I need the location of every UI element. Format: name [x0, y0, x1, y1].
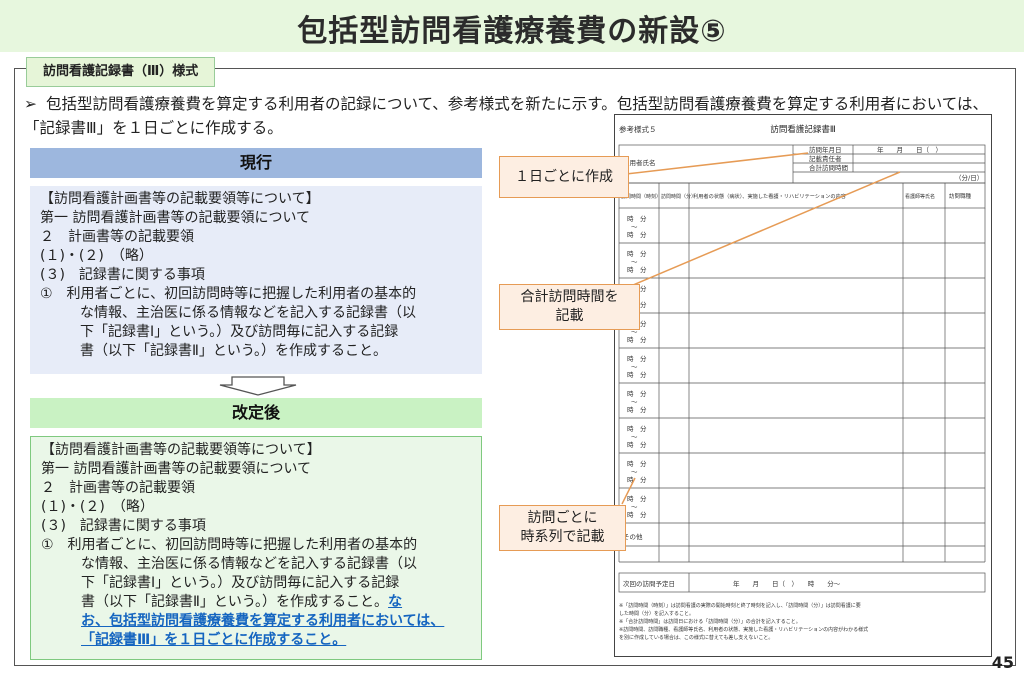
- revised-line: ① 利用者ごとに、初回訪問時等に把握した利用者の基本的: [41, 537, 418, 553]
- current-line: ２ 計画書等の記載要領: [40, 229, 194, 245]
- form-time-cell: 時 分: [627, 459, 647, 468]
- form-time-cell: 時 分: [627, 475, 647, 484]
- form-time-cell: 時 分: [627, 335, 647, 344]
- form-col-staff: 看護師等氏名: [905, 193, 935, 200]
- form-other: その他: [623, 532, 643, 541]
- revised-line: 【訪問看護計画書等の記載要領等について】: [41, 442, 321, 458]
- form-time-cell: 時 分: [627, 405, 647, 414]
- current-line: 第一 訪問看護計画書等の記載要領について: [40, 210, 311, 226]
- form-time-cell: 時 分: [627, 494, 647, 503]
- form-note: を別に作成している場合は、この様式に替えても差し支えないこと。: [619, 634, 773, 641]
- revised-line: 書（以下「記録書Ⅱ」という。）を作成すること。な: [41, 593, 481, 612]
- revised-box: 【訪問看護計画書等の記載要領等について】 第一 訪問看護計画書等の記載要領につい…: [30, 436, 482, 660]
- form-time-cell: 時 分: [627, 249, 647, 258]
- form-next-value: 年 月 日（ ） 時 分～: [733, 579, 841, 588]
- form-col-minutes: 訪問時間（分）: [661, 193, 696, 200]
- down-arrow-icon: [219, 376, 297, 396]
- section-tab: 訪問看護記録書（Ⅲ）様式: [26, 57, 216, 87]
- current-line: な情報、主治医に係る情報などを記入する記録書（以: [80, 305, 416, 321]
- page-title: 包括型訪問看護療養費の新設⑤: [297, 14, 727, 49]
- form-col-type: 訪問職種: [949, 192, 972, 200]
- form-visit-date-value: 年 月 日（ ）: [877, 145, 942, 154]
- form-time-cell: ～: [631, 258, 638, 266]
- current-text: 【訪問看護計画書等の記載要領等について】 第一 訪問看護計画書等の記載要領につい…: [40, 190, 480, 361]
- revised-highlight: お、包括型訪問看護療養費を算定する利用者においては、: [81, 613, 445, 629]
- revised-last-line: 書（以下「記録書Ⅱ」という。）を作成すること。: [81, 594, 389, 610]
- current-box: 【訪問看護計画書等の記載要領等について】 第一 訪問看護計画書等の記載要領につい…: [30, 186, 482, 374]
- form-note: ※訪問時間、訪問職種、看護師等氏名、利用者の状態、実施した看護・リハビリテーショ…: [619, 626, 868, 633]
- form-note: した時間（分）を記入すること。: [619, 610, 694, 617]
- callout-chrono: 訪問ごとに 時系列で記載: [499, 505, 626, 551]
- form-time-cell: 時 分: [627, 510, 647, 519]
- page-number: 45: [991, 653, 1014, 672]
- callout-chrono-line1: 訪問ごとに: [527, 510, 598, 526]
- revised-line: な情報、主治医に係る情報などを記入する記録書（以: [81, 556, 417, 572]
- form-time-cell: ～: [631, 433, 638, 441]
- form-label: 参考様式５: [619, 124, 657, 134]
- form-time-sep: ～: [631, 223, 638, 231]
- bullet-arrow-icon: ➢: [24, 95, 37, 113]
- revised-header: 改定後: [30, 398, 482, 428]
- form-time-start: 時 分: [627, 214, 647, 223]
- revised-highlight: 「記録書Ⅲ」を１日ごとに作成すること。: [81, 632, 347, 648]
- revised-text: 【訪問看護計画書等の記載要領等について】 第一 訪問看護計画書等の記載要領につい…: [41, 441, 481, 650]
- current-line: ① 利用者ごとに、初回訪問時等に把握した利用者の基本的: [40, 286, 417, 302]
- form-time-cell: ～: [631, 398, 638, 406]
- revised-line: 第一 訪問看護計画書等の記載要領について: [41, 461, 312, 477]
- form-total-label: 合計訪問時間: [809, 163, 848, 172]
- form-time-cell: 時 分: [627, 389, 647, 398]
- form-time-cell: ～: [631, 328, 638, 336]
- form-time-cell: 時 分: [627, 440, 647, 449]
- form-time-cell: ～: [631, 363, 638, 371]
- current-line: 下「記録書Ⅰ」という。）及び訪問毎に記入する記録: [80, 324, 399, 340]
- callout-daily: １日ごとに作成: [499, 156, 629, 198]
- callout-chrono-line2: 時系列で記載: [520, 529, 605, 545]
- callout-total-line2: 記載: [555, 308, 584, 324]
- form-col-content: 利用者の状態（病状）、実施した看護・リハビリテーションの内容: [693, 192, 846, 200]
- revised-line: 下「記録書Ⅰ」という。）及び訪問毎に記入する記録: [81, 575, 400, 591]
- form-time-cell: 時 分: [627, 370, 647, 379]
- form-time-cell: 時 分: [627, 265, 647, 274]
- form-nurse-label: 記載責任者: [809, 154, 842, 163]
- content-frame: [14, 68, 1016, 666]
- current-header: 現行: [30, 148, 482, 178]
- current-line: (３) 記録書に関する事項: [40, 267, 205, 283]
- revised-line: ２ 計画書等の記載要領: [41, 480, 195, 496]
- form-next-label: 次回の訪問予定日: [623, 579, 675, 588]
- form-time-cell: 時 分: [627, 354, 647, 363]
- revised-line: (３) 記録書に関する事項: [41, 518, 206, 534]
- form-time-cell: 時 分: [627, 424, 647, 433]
- form-visit-date-label: 訪問年月日: [809, 145, 842, 154]
- callout-total-line1: 合計訪問時間を: [520, 289, 619, 305]
- title-banner: 包括型訪問看護療養費の新設⑤: [0, 0, 1024, 52]
- revised-highlight: な: [388, 594, 403, 610]
- callout-daily-text: １日ごとに作成: [515, 168, 613, 185]
- form-time-end: 時 分: [627, 230, 647, 239]
- current-line: (１)・(２) （略）: [40, 248, 153, 264]
- intro-text: ➢包括型訪問看護療養費を算定する利用者の記録について、参考様式を新たに示す。包括…: [24, 92, 1004, 140]
- current-line: 書（以下「記録書Ⅱ」という。）を作成すること。: [80, 343, 388, 359]
- form-time-cell: ～: [631, 503, 638, 511]
- form-note: ※「訪問時間（時刻）」は訪問看護の実際の開始時刻と終了時刻を記入し、「訪問時間（…: [619, 602, 861, 609]
- form-total-unit: （分/日）: [955, 173, 983, 182]
- form-time-cell: ～: [631, 468, 638, 476]
- revised-line: (１)・(２) （略）: [41, 499, 154, 515]
- form-note: ※「合計訪問時間」は訪問日における「訪問時間（分）」の合計を記入すること。: [619, 618, 801, 625]
- intro-body: 包括型訪問看護療養費を算定する利用者の記録について、参考様式を新たに示す。包括型…: [24, 95, 988, 137]
- current-line: 【訪問看護計画書等の記載要領等について】: [40, 191, 320, 207]
- sample-form: 参考様式５ 訪問看護記録書Ⅲ 利用者氏名 訪問年月日 年 月 日（ ） 記載責任…: [614, 114, 992, 657]
- form-title: 訪問看護記録書Ⅲ: [770, 124, 836, 135]
- callout-total: 合計訪問時間を 記載: [499, 284, 640, 330]
